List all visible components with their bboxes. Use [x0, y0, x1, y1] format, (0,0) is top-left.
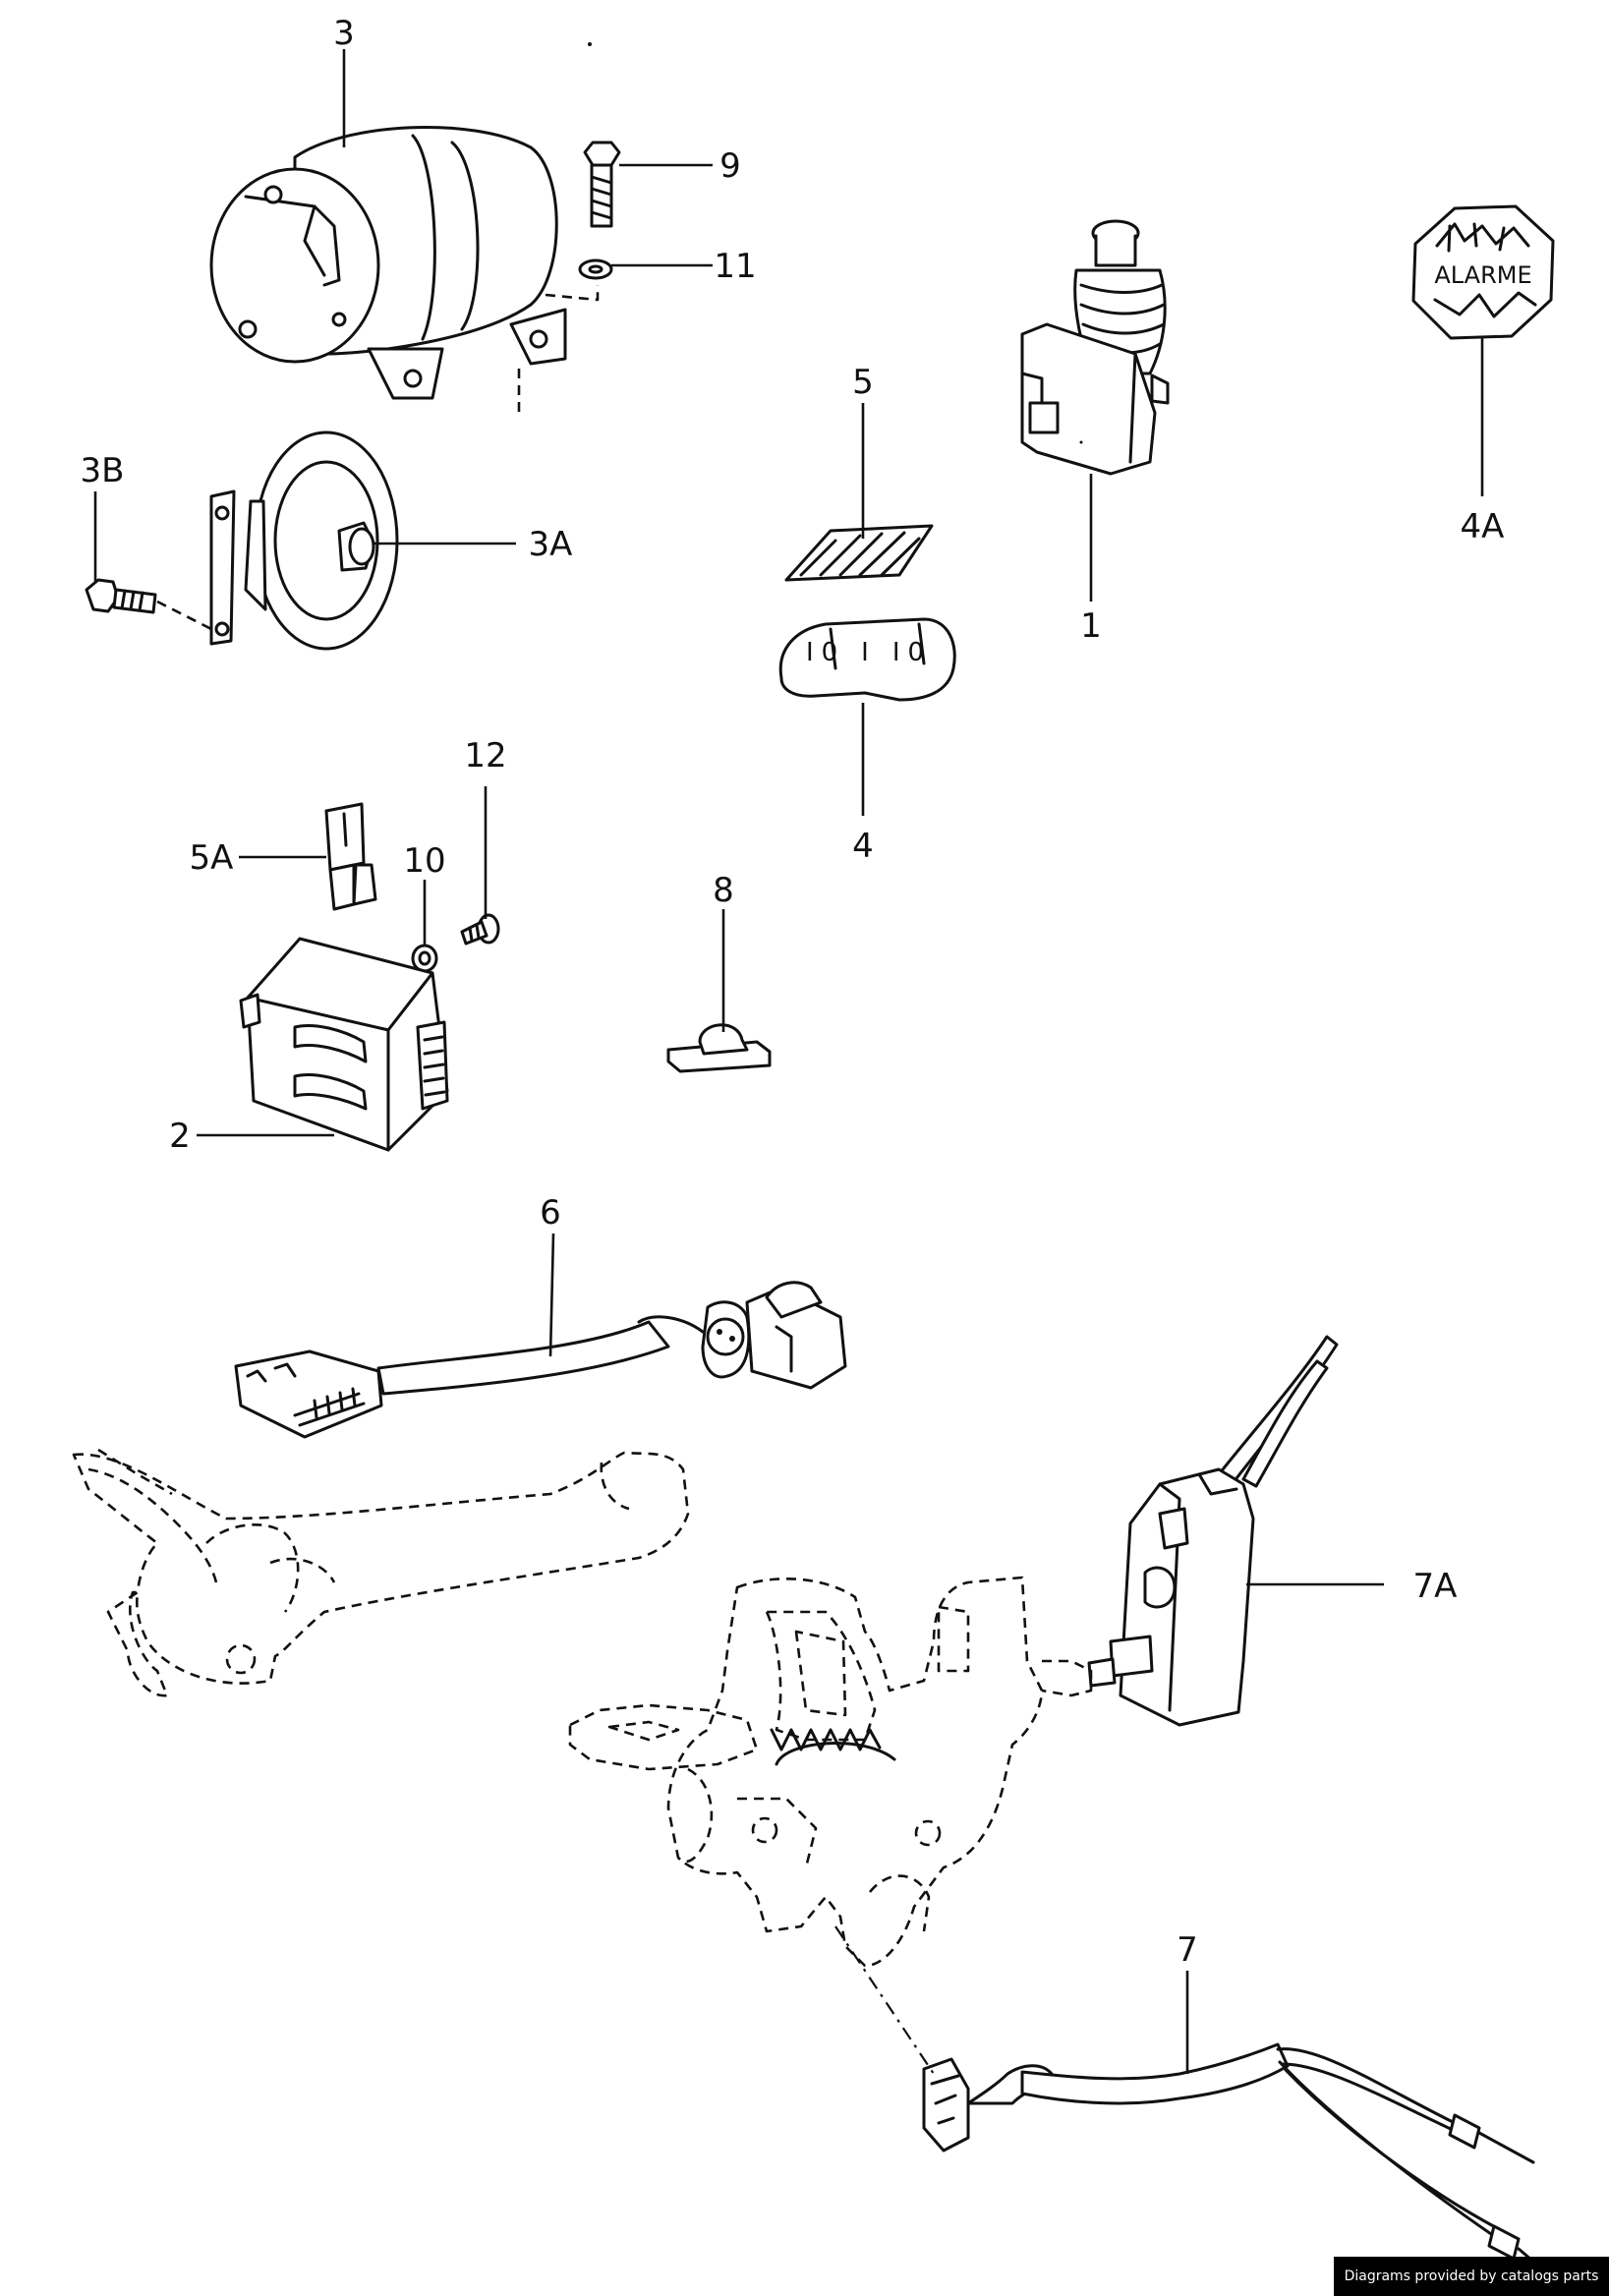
label-8: 8 — [713, 871, 734, 910]
label-9: 9 — [719, 146, 741, 186]
sticker-part-5 — [784, 524, 934, 582]
clip-part-5a — [324, 802, 377, 911]
washer-part-11 — [578, 258, 613, 280]
label-5: 5 — [852, 363, 874, 402]
cable-part-7 — [922, 2042, 1540, 2267]
credit-banner: Diagrams provided by catalogs parts — [1334, 2257, 1609, 2296]
lock-switch-part-7a — [1087, 1335, 1339, 1727]
screw-part-3b — [85, 578, 212, 631]
label-3a: 3A — [529, 525, 573, 564]
label-4: 4 — [852, 827, 874, 866]
label-3: 3 — [333, 14, 355, 53]
label-1: 1 — [1080, 606, 1102, 646]
label-7a: 7A — [1413, 1567, 1458, 1606]
leader-lines — [93, 49, 1484, 2074]
label-4a: 4A — [1461, 507, 1505, 546]
label-3b: 3B — [81, 451, 125, 490]
alarme-decal-part-4a: ALARME — [1411, 204, 1555, 340]
label-10: 10 — [403, 841, 445, 881]
washer-part-10 — [411, 944, 438, 973]
door-switch-part-1 — [1020, 219, 1170, 476]
clip-part-8 — [666, 1023, 772, 1073]
door-handle-outline — [72, 1448, 690, 1697]
scan-speck — [588, 42, 592, 46]
label-11: 11 — [714, 247, 756, 286]
horn-part-3a — [209, 430, 399, 651]
scan-speck — [1079, 440, 1083, 444]
label-12: 12 — [464, 736, 506, 775]
bolt-part-9 — [583, 141, 621, 228]
label-6: 6 — [540, 1193, 561, 1233]
label-5a: 5A — [190, 838, 234, 878]
label-2: 2 — [169, 1117, 191, 1156]
switch-cover-part-4: I0 I I0 — [778, 617, 956, 702]
siren-part-3 — [209, 126, 600, 418]
screw-part-12 — [460, 913, 500, 946]
lock-mechanism-outline — [568, 1576, 1093, 1968]
wiring-harness-part-6 — [234, 1281, 847, 1439]
alarme-decal-text: ALARME — [1434, 261, 1531, 289]
control-module-part-2 — [239, 937, 449, 1152]
label-7: 7 — [1177, 1930, 1198, 1970]
part-labels: 3 9 11 3B 3A 5 4 1 4A 12 10 5A 8 2 6 7A … — [81, 14, 1505, 1970]
